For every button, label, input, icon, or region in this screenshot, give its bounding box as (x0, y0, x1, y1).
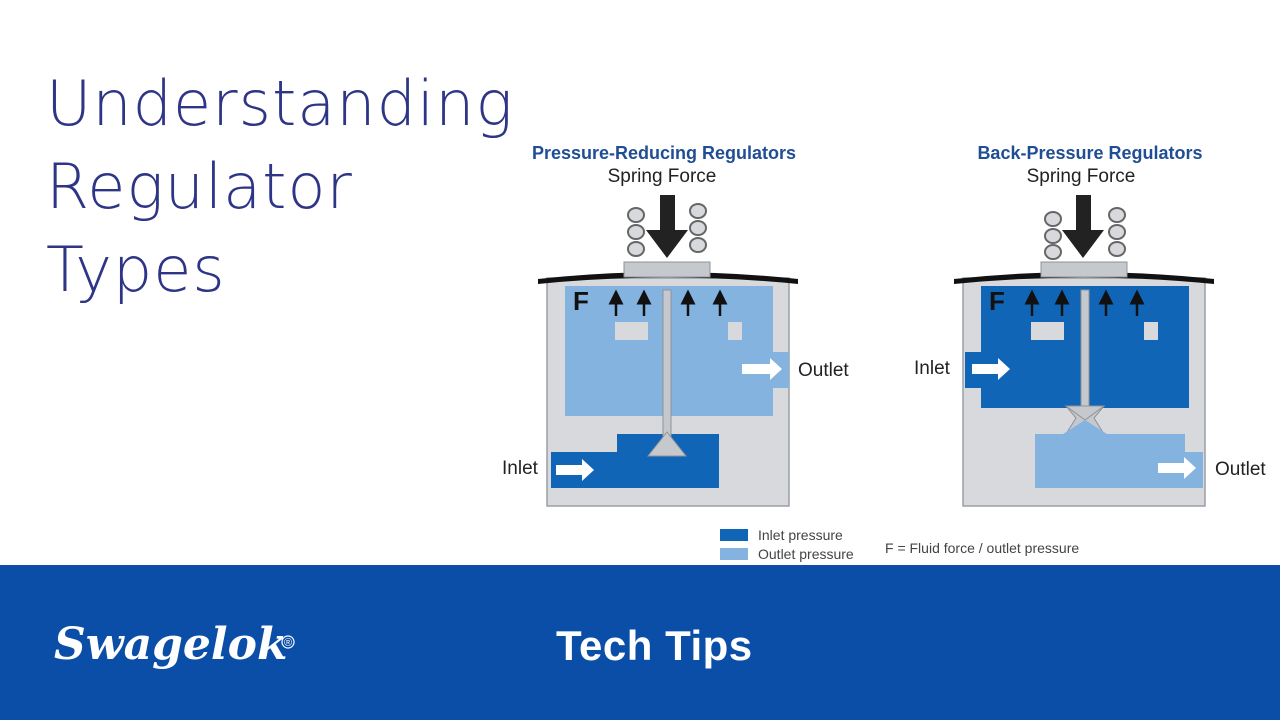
legend-outlet-label: Outlet pressure (758, 546, 854, 562)
brand-name: Swagelok (54, 619, 287, 670)
pr-fluid-force-arrows (608, 289, 728, 316)
legend-outlet-swatch (720, 548, 748, 560)
bp-outlet-label: Outlet (1215, 459, 1266, 480)
pr-force-arrow-icon (646, 195, 688, 258)
pr-diaphragm (538, 272, 798, 284)
pr-inlet-flow-arrow-icon (556, 459, 594, 481)
legend-inlet-label: Inlet pressure (758, 527, 843, 543)
legend: Inlet pressure Outlet pressure F = Fluid… (720, 527, 1079, 562)
pr-heading: Pressure-Reducing Regulators (532, 143, 796, 163)
bp-heading: Back-Pressure Regulators (977, 143, 1202, 163)
back-pressure-diagram: Back-Pressure Regulators Spring Force (914, 143, 1266, 507)
legend-inlet-swatch (720, 529, 748, 541)
bp-inlet-flow-arrow-icon (972, 358, 1010, 380)
pr-spring-icon (623, 203, 711, 278)
bp-spring-label: Spring Force (1027, 166, 1136, 187)
regulator-diagram: Pressure-Reducing Regulators Spring Forc… (502, 143, 1266, 562)
legend-note: F = Fluid force / outlet pressure (885, 540, 1079, 556)
pr-poppet (646, 431, 688, 457)
pr-inlet-label: Inlet (502, 458, 539, 479)
bp-stem (1080, 289, 1090, 409)
pressure-reducing-diagram: Pressure-Reducing Regulators Spring Forc… (502, 143, 849, 507)
title-line-3: Types (46, 233, 226, 306)
bp-diaphragm (954, 272, 1214, 284)
bp-outlet-chamber (1035, 434, 1185, 488)
registered-mark-icon (281, 635, 295, 649)
swagelok-logo: Swagelok ® (54, 619, 295, 670)
bp-fluid-force-arrows (1024, 289, 1145, 316)
pr-outlet-label: Outlet (798, 360, 849, 381)
registered-mark: ® (284, 637, 292, 649)
pr-spring-label: Spring Force (608, 166, 717, 187)
bp-spring-icon (1040, 207, 1128, 278)
pr-outlet-flow-arrow-icon (742, 358, 782, 380)
footer-bar (0, 565, 1280, 720)
title-line-2: Regulator (46, 150, 353, 223)
pr-stem (662, 289, 672, 439)
page-title: Understanding Regulator Types (46, 62, 514, 311)
bp-outlet-flow-arrow-icon (1158, 457, 1196, 479)
pr-force-label: F (573, 286, 589, 316)
bp-inlet-label: Inlet (914, 358, 951, 379)
bp-force-label: F (989, 286, 1005, 316)
series-title: Tech Tips (556, 622, 753, 669)
bp-force-arrow-icon (1062, 195, 1104, 258)
title-line-1: Understanding (46, 67, 514, 140)
